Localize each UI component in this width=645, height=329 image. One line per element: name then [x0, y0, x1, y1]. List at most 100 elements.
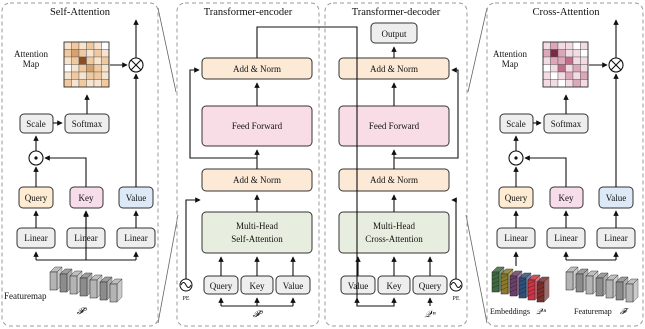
attention-map-cell	[572, 79, 581, 88]
self-attention-title: Self-Attention	[50, 7, 111, 18]
attention-map-cell	[572, 64, 581, 73]
multiply-icon	[128, 57, 144, 73]
attention-map-cell	[93, 49, 102, 58]
linear-label: Linear	[504, 233, 527, 243]
slab	[575, 273, 584, 293]
attention-map-cell	[63, 71, 72, 80]
attention-map-cell	[550, 71, 559, 80]
attention-map-cell	[565, 56, 574, 65]
key-label: Key	[79, 193, 94, 203]
linear-label: Linear	[24, 233, 47, 243]
attention-map-cell	[63, 79, 72, 88]
attention-map-cell	[86, 64, 95, 73]
softmax-label: Softmax	[72, 119, 103, 129]
sine-wave-icon	[449, 278, 463, 292]
slab	[69, 275, 78, 295]
encoder-key-label: Key	[250, 281, 265, 291]
softmax-label: Softmax	[551, 119, 582, 129]
attention-map-cell	[542, 56, 551, 65]
attention-map-cell	[550, 49, 559, 58]
decoder-output-label: Output	[381, 29, 407, 39]
attention-map-cell	[565, 71, 574, 80]
decoder-value-label: Value	[348, 281, 369, 291]
attention-map-cell	[572, 49, 581, 58]
attention-map-cell	[565, 41, 574, 50]
attention-map-cell	[565, 49, 574, 58]
slab	[509, 275, 518, 297]
sine-wave-icon	[179, 278, 193, 292]
panel-connectors	[157, 7, 488, 324]
attention-map-cell	[542, 49, 551, 58]
attention-map-label-2: Map	[502, 59, 519, 69]
attention-map-cell	[550, 56, 559, 65]
attention-map-label: Attention	[493, 49, 527, 59]
dot-product-icon	[508, 150, 524, 166]
attention-map-cell	[542, 79, 551, 88]
attention-map-cell	[78, 56, 87, 65]
attention-map-cell	[86, 79, 95, 88]
slab	[500, 273, 509, 295]
attention-map-label-2: Map	[23, 59, 40, 69]
attention-map-cell	[93, 41, 102, 50]
decoder-input-symbol: 𝒬ⁱⁿ	[424, 309, 435, 319]
attention-map-cell	[580, 71, 589, 80]
slab	[109, 283, 118, 303]
attention-map-cell	[101, 41, 110, 50]
decoder-attention-label-2: Cross-Attention	[365, 234, 423, 244]
featuremap-label: Featuremap	[574, 307, 612, 316]
value-label: Value	[126, 193, 147, 203]
slab	[595, 277, 604, 297]
cross-attention-map-grid	[542, 41, 589, 88]
attention-map-cell	[550, 41, 559, 50]
attention-map-cell	[78, 49, 87, 58]
attention-map-cell	[550, 64, 559, 73]
featuremap-label: Featuremap	[4, 291, 47, 301]
self-attention-panel: Self-Attention Attention Map Scale Softm…	[1, 2, 159, 327]
attention-map-cell	[572, 71, 581, 80]
attention-map-cell	[63, 41, 72, 50]
self-attention-map-grid	[63, 41, 110, 88]
attention-map-cell	[580, 56, 589, 65]
attention-map-cell	[63, 49, 72, 58]
encoder-add-norm-bottom-label: Add & Norm	[233, 175, 281, 185]
value-label: Value	[606, 193, 627, 203]
attention-map-cell	[557, 56, 566, 65]
featuremap-stack	[49, 266, 123, 303]
embeddings-symbol: 𝒬ⁱⁿ	[536, 307, 546, 316]
attention-map-cell	[580, 49, 589, 58]
transformer-encoder-panel: Transformer-encoder Add & Norm Feed Forw…	[176, 2, 358, 327]
slab	[59, 273, 68, 293]
decoder-feed-forward-label: Feed Forward	[369, 121, 420, 131]
attention-map-cell	[93, 64, 102, 73]
slab	[527, 279, 536, 301]
attention-map-cell	[557, 64, 566, 73]
attention-map-cell	[78, 64, 87, 73]
dot-product-icon	[28, 150, 44, 166]
decoder-add-norm-bottom-label: Add & Norm	[370, 175, 418, 185]
attention-map-cell	[101, 71, 110, 80]
attention-map-cell	[71, 41, 80, 50]
scale-label: Scale	[506, 119, 526, 129]
decoder-pe-label: PE	[452, 296, 459, 302]
multiply-icon	[608, 57, 624, 73]
slab	[565, 271, 574, 291]
attention-map-cell	[93, 79, 102, 88]
attention-map-cell	[71, 79, 80, 88]
slab	[605, 279, 614, 299]
attention-map-cell	[550, 79, 559, 88]
slab	[79, 277, 88, 297]
attention-map-cell	[542, 41, 551, 50]
attention-map-cell	[101, 64, 110, 73]
encoder-input-symbol: 𝓕⁰	[253, 309, 264, 319]
attention-map-cell	[86, 56, 95, 65]
attention-map-cell	[78, 79, 87, 88]
encoder-self-attention	[201, 211, 313, 254]
attention-map-cell	[71, 71, 80, 80]
cross-attention-panel: Cross-Attention Attention Map Scale Soft…	[486, 2, 644, 327]
linear-label: Linear	[554, 233, 577, 243]
encoder-attention-label-1: Multi-Head	[236, 221, 278, 231]
attention-map-label: Attention	[14, 49, 48, 59]
attention-map-cell	[557, 49, 566, 58]
attention-map-cell	[63, 56, 72, 65]
